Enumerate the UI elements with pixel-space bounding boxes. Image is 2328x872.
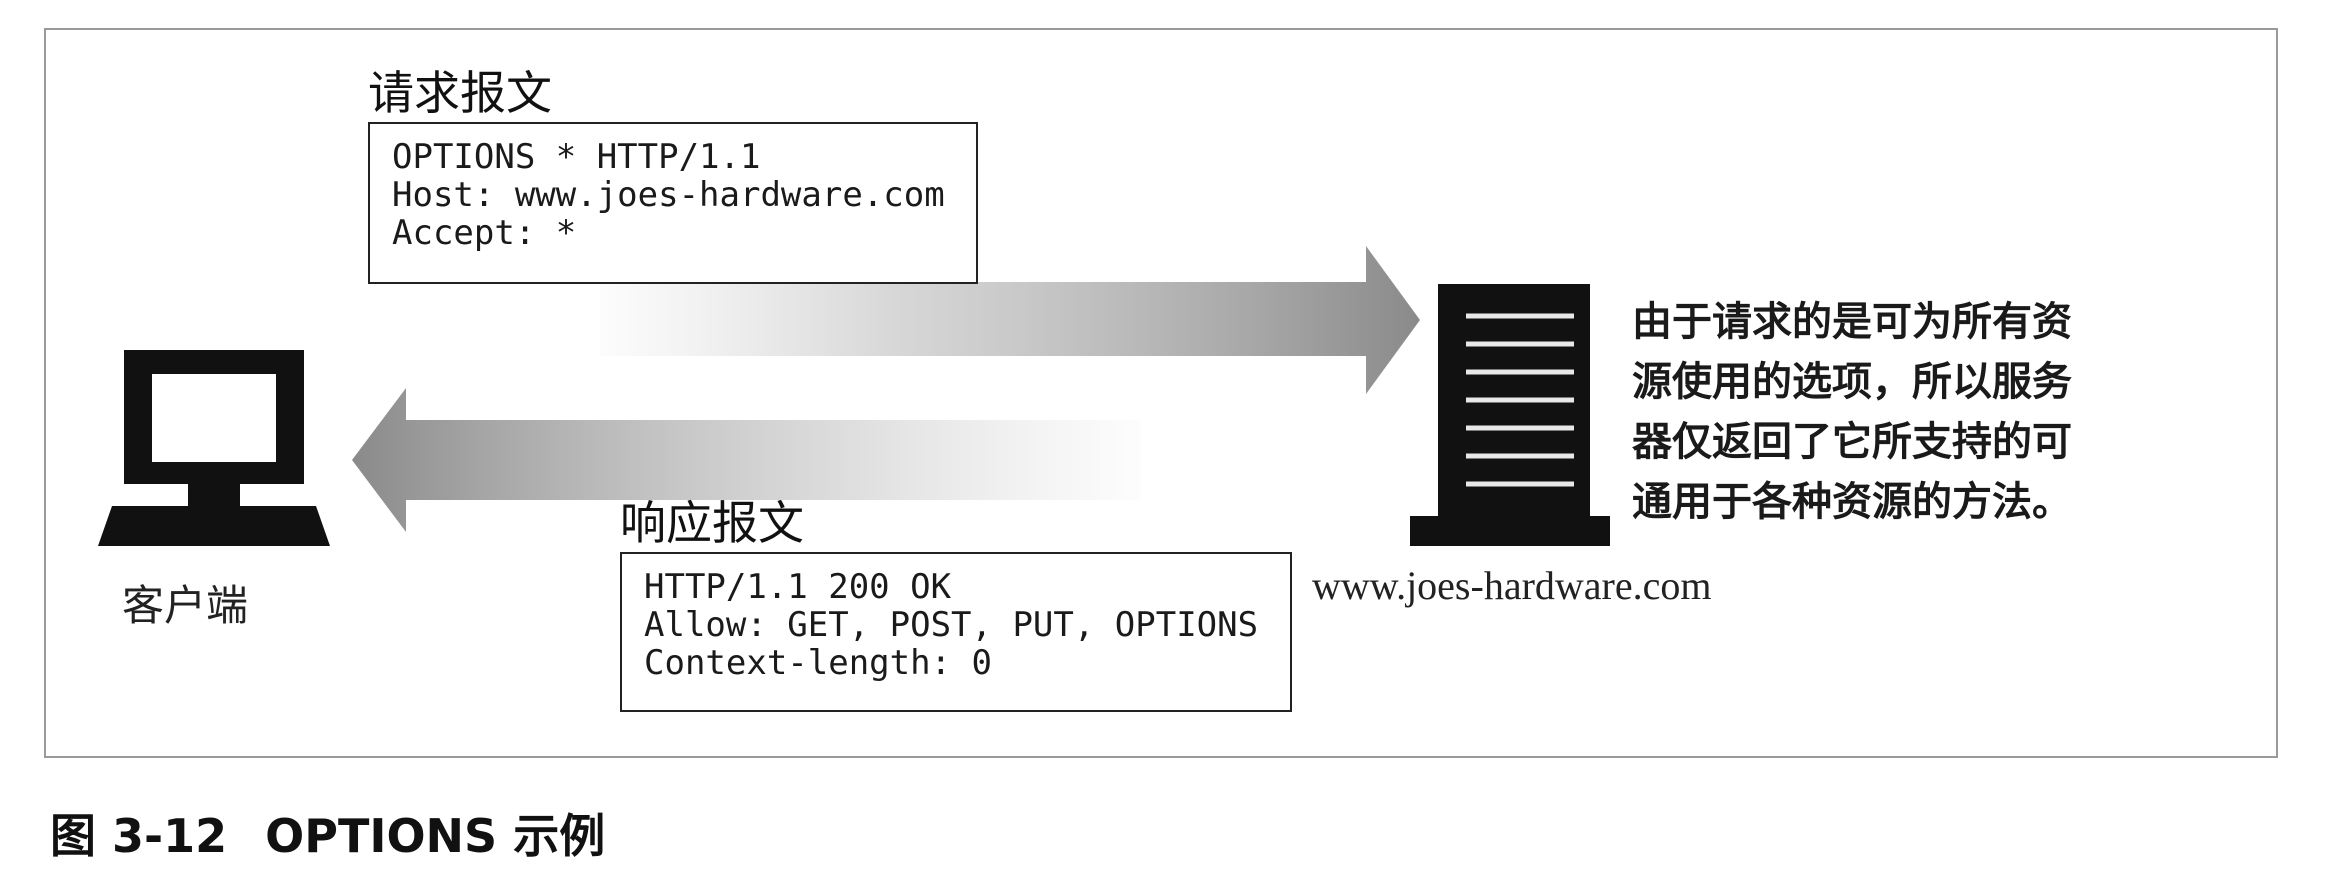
response-status-line: HTTP/1.1 200 OK: [644, 567, 952, 607]
note-line: 通用于各种资源的方法。: [1632, 479, 2072, 525]
server-icon: [1410, 284, 1610, 546]
client-label: 客户端: [122, 581, 249, 630]
response-allow-header: Allow: GET, POST, PUT, OPTIONS: [644, 605, 1259, 645]
response-heading: 响应报文: [620, 496, 804, 550]
request-host-header: Host: www.joes-hardware.com: [392, 175, 945, 215]
server-note: 由于请求的是可为所有资 源使用的选项，所以服务 器仅返回了它所支持的可 通用于各…: [1632, 292, 2192, 532]
request-message-box: OPTIONS * HTTP/1.1 Host: www.joes-hardwa…: [368, 122, 978, 284]
figure-number: 图 3-12: [50, 809, 228, 863]
response-length-header: Context-length: 0: [644, 643, 992, 683]
response-message-box: HTTP/1.1 200 OK Allow: GET, POST, PUT, O…: [620, 552, 1292, 712]
note-line: 由于请求的是可为所有资: [1632, 299, 2072, 345]
note-line: 源使用的选项，所以服务: [1632, 359, 2072, 405]
response-arrow: [352, 388, 1140, 532]
request-heading: 请求报文: [368, 66, 552, 120]
server-host-label: www.joes-hardware.com: [1312, 563, 1712, 608]
figure-title: OPTIONS 示例: [265, 809, 606, 863]
request-accept-header: Accept: *: [392, 213, 577, 253]
note-line: 器仅返回了它所支持的可: [1632, 419, 2072, 465]
computer-icon: [98, 350, 330, 546]
request-line: OPTIONS * HTTP/1.1: [392, 137, 761, 177]
figure-caption: 图 3-12 OPTIONS 示例: [50, 800, 605, 866]
